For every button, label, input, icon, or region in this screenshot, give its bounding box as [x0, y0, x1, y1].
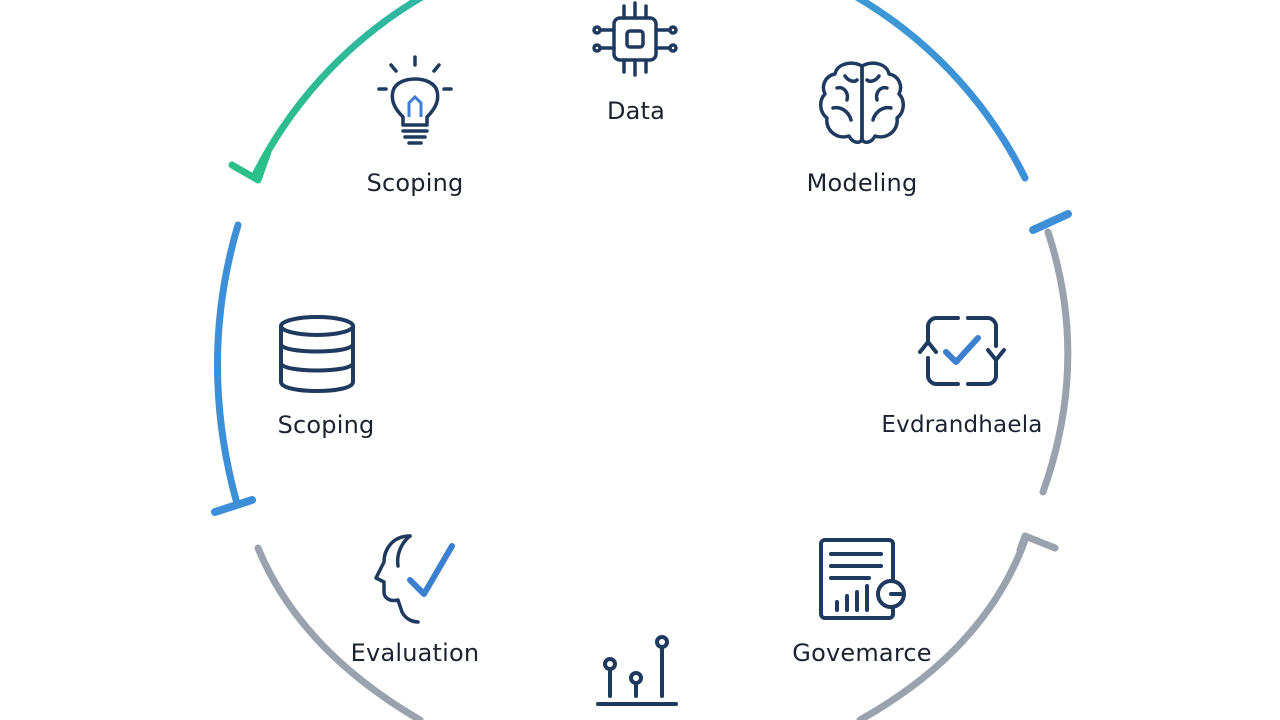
node-scoping-top — [375, 55, 455, 150]
arc-bottom-right — [856, 536, 1029, 720]
label-evaluation: Evaluation — [350, 639, 480, 667]
arc-bottom-left — [254, 544, 424, 720]
arrowhead-right-top — [1029, 210, 1072, 234]
arc-right — [1039, 228, 1072, 496]
brain-icon — [819, 61, 905, 144]
label-modeling: Modeling — [806, 169, 918, 197]
head-check-icon — [374, 534, 455, 624]
lightbulb-icon — [377, 55, 453, 145]
node-metrics — [596, 632, 678, 720]
arrowhead-top-left — [228, 148, 272, 184]
lollipop-chart-icon — [596, 635, 678, 706]
chip-icon — [592, 1, 678, 77]
node-scoping-left — [275, 312, 360, 397]
report-chart-icon — [819, 538, 906, 620]
node-evaluation — [370, 532, 460, 627]
label-evaluation-right: Evdrandhaela — [881, 412, 1043, 438]
node-evaluation-right — [918, 312, 1008, 392]
node-modeling — [815, 58, 910, 148]
label-data: Data — [606, 97, 666, 125]
node-data — [590, 0, 680, 80]
database-icon — [279, 315, 355, 393]
arc-left — [214, 221, 242, 504]
arrowhead-left-bottom — [211, 496, 256, 516]
arc-top — [251, 0, 1029, 182]
node-governance — [815, 536, 910, 626]
label-scoping-top: Scoping — [366, 169, 464, 197]
arrowhead-bottom-right — [1016, 532, 1059, 554]
label-governance: Govemarce — [792, 639, 932, 667]
refresh-check-icon — [918, 316, 1006, 386]
label-scoping-left: Scoping — [277, 411, 375, 439]
